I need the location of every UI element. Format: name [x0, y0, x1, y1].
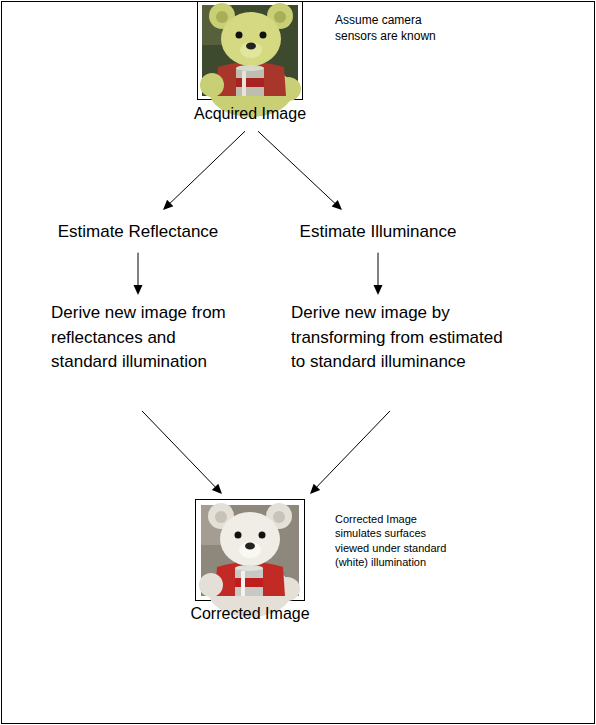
arrow-head [134, 285, 143, 295]
node-text: Derive new image from reflectances and s… [51, 301, 233, 375]
note: Corrected Image simulates surfaces viewe… [335, 512, 457, 569]
node-text: Estimate Illuminance [300, 220, 457, 245]
flow-arrow [142, 411, 222, 494]
process-step: Derive new image by transforming from es… [291, 301, 519, 375]
node-text: Estimate Reflectance [58, 220, 219, 245]
arrow-head [163, 200, 173, 210]
process-step: Derive new image from reflectances and s… [51, 301, 233, 375]
arrow-line [316, 411, 390, 488]
acquired-photo [198, 2, 303, 118]
arrow-head [332, 200, 342, 210]
flow-arrow [374, 253, 383, 295]
corrected-photo [196, 500, 305, 618]
image-caption-node: Corrected Image [178, 498, 322, 625]
note: Assume camera sensors are known [335, 13, 449, 44]
node-text: Acquired Image [180, 102, 320, 125]
arrow-head [212, 484, 222, 494]
arrow-line [258, 131, 336, 204]
process-step: Estimate Reflectance [58, 220, 219, 245]
flow-arrow [134, 253, 143, 295]
arrow-line [142, 411, 216, 488]
process-step: Estimate Illuminance [300, 220, 457, 245]
arrow-head [310, 484, 320, 494]
node-text: Corrected Image [178, 602, 322, 625]
node-text: Derive new image by transforming from es… [291, 301, 519, 375]
arrow-line [138, 253, 139, 287]
arrow-line [378, 253, 379, 287]
arrow-line [169, 131, 245, 204]
arrow-head [374, 285, 383, 295]
image-caption-node: Acquired Image [180, 2, 320, 125]
flow-arrow [258, 131, 342, 210]
flow-arrow [310, 411, 390, 494]
flow-arrow [163, 131, 245, 210]
